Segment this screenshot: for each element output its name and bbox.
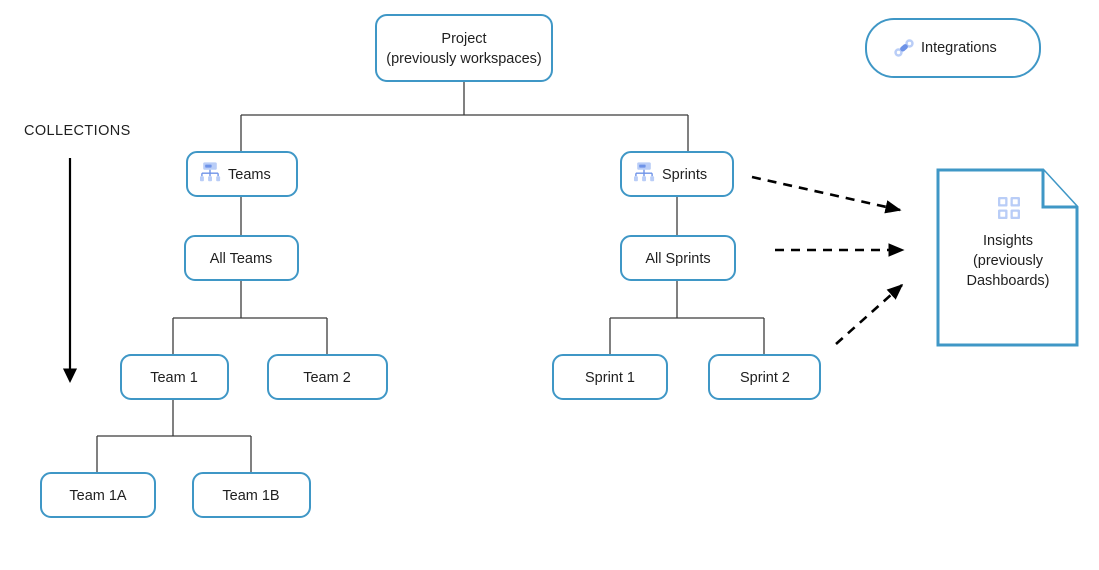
node-team-1b[interactable]: Team 1B xyxy=(192,472,311,518)
insights-label-line3: Dashboards) xyxy=(966,273,1049,289)
all-sprints-label: All Sprints xyxy=(645,251,710,267)
team-2-box[interactable] xyxy=(267,354,388,400)
collections-label: COLLECTIONS xyxy=(24,123,131,139)
team-1b-label: Team 1B xyxy=(222,488,279,504)
node-integrations[interactable]: Integrations xyxy=(865,18,1041,78)
integrations-label: Integrations xyxy=(921,40,997,56)
node-team-2[interactable]: Team 2 xyxy=(267,354,388,400)
tree-connectors xyxy=(96,82,765,472)
node-team-1[interactable]: Team 1 xyxy=(120,354,229,400)
node-project[interactable]: Project (previously workspaces) xyxy=(375,14,553,82)
sprint-2-label: Sprint 2 xyxy=(740,370,790,386)
sprint-2-box[interactable] xyxy=(708,354,821,400)
team-2-label: Team 2 xyxy=(303,370,351,386)
all-teams-box[interactable] xyxy=(184,235,299,281)
node-team-1a[interactable]: Team 1A xyxy=(40,472,156,518)
node-all-sprints[interactable]: All Sprints xyxy=(620,235,736,281)
node-insights[interactable]: Insights (previously Dashboards) xyxy=(936,168,1079,347)
arrow-sprintchildren-to-insights xyxy=(835,283,904,345)
insights-label-line1: Insights xyxy=(983,233,1033,249)
project-label-line2: (previously workspaces) xyxy=(386,51,542,67)
team-1a-box[interactable] xyxy=(40,472,156,518)
team-1-box[interactable] xyxy=(120,354,229,400)
node-teams[interactable]: Teams xyxy=(186,151,298,197)
project-label-line1: Project xyxy=(441,31,486,47)
node-sprints[interactable]: Sprints xyxy=(620,151,734,197)
teams-label: Teams xyxy=(228,167,271,183)
insights-arrows xyxy=(751,175,905,345)
grid-2x2-icon xyxy=(998,197,1020,219)
link-icon xyxy=(894,39,914,57)
insights-label-line2: (previously xyxy=(973,253,1044,269)
all-sprints-box[interactable] xyxy=(620,235,736,281)
collections-group: COLLECTIONS xyxy=(24,123,131,384)
org-chart-icon xyxy=(200,162,221,182)
insights-document-fold xyxy=(1041,170,1077,209)
node-sprint-2[interactable]: Sprint 2 xyxy=(708,354,821,400)
sprint-1-box[interactable] xyxy=(552,354,668,400)
sprint-1-label: Sprint 1 xyxy=(585,370,635,386)
integrations-box[interactable] xyxy=(865,18,1041,78)
insights-document-shape[interactable] xyxy=(936,168,1079,347)
project-box[interactable] xyxy=(375,14,553,82)
org-chart-icon xyxy=(634,162,655,182)
team-1b-box[interactable] xyxy=(192,472,311,518)
team-1a-label: Team 1A xyxy=(69,488,127,504)
team-1-label: Team 1 xyxy=(150,370,198,386)
node-sprint-1[interactable]: Sprint 1 xyxy=(552,354,668,400)
sprints-label: Sprints xyxy=(662,167,707,183)
all-teams-label: All Teams xyxy=(210,251,273,267)
arrow-sprints-to-insights xyxy=(751,175,902,214)
node-all-teams[interactable]: All Teams xyxy=(184,235,299,281)
